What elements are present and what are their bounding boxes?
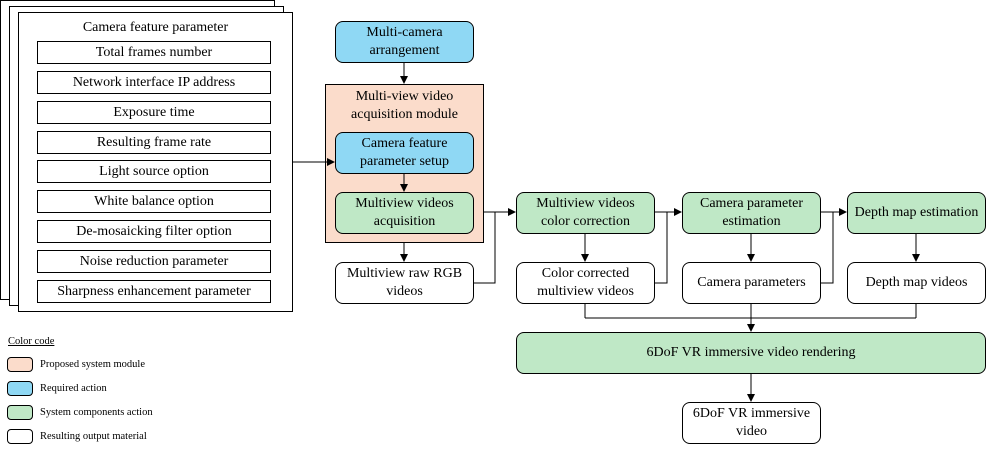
legend-swatch-required	[7, 381, 33, 396]
legend-title: Color code	[8, 336, 55, 347]
param-item-7: Noise reduction parameter	[37, 250, 271, 273]
color-correction-node: Multiview videos color correction	[516, 192, 655, 234]
legend-label-required: Required action	[40, 383, 107, 394]
legend-swatch-components	[7, 405, 33, 420]
camera-parameter-setup-node: Camera feature parameter setup	[335, 132, 474, 174]
vr-rendering-node: 6DoF VR immersive video rendering	[516, 332, 986, 374]
legend-label-components: System components action	[40, 407, 153, 418]
param-item-3: Resulting frame rate	[37, 131, 271, 154]
legend-swatch-output	[7, 429, 33, 444]
legend-label-module: Proposed system module	[40, 359, 145, 370]
param-item-8: Sharpness enhancement parameter	[37, 280, 271, 303]
camera-parameters-node: Camera parameters	[682, 262, 821, 304]
color-corrected-videos-node: Color corrected multiview videos	[516, 262, 655, 304]
depth-map-videos-node: Depth map videos	[847, 262, 986, 304]
param-item-5: White balance option	[37, 190, 271, 213]
raw-rgb-videos-node: Multiview raw RGB videos	[335, 262, 474, 304]
line-corrected-to-junction	[655, 212, 668, 284]
legend-swatch-module	[7, 357, 33, 372]
multiview-acquisition-node: Multiview videos acquisition	[335, 192, 474, 234]
legend-label-output: Resulting output material	[40, 431, 147, 442]
line-raw-to-junction	[474, 212, 496, 284]
multi-camera-arrangement-node: Multi-camera arrangement	[335, 21, 474, 63]
vr-immersive-video-node: 6DoF VR immersive video	[682, 402, 821, 444]
param-item-0: Total frames number	[37, 41, 271, 64]
param-item-4: Light source option	[37, 160, 271, 183]
line-params-to-junction	[821, 212, 834, 284]
param-item-2: Exposure time	[37, 101, 271, 124]
depth-map-estimation-node: Depth map estimation	[847, 192, 986, 234]
acquisition-module-title: Multi-view video acquisition module	[351, 89, 458, 122]
param-item-1: Network interface IP address	[37, 71, 271, 94]
camera-parameter-title: Camera feature parameter	[82, 20, 229, 35]
param-item-6: De-mosaicking filter option	[37, 220, 271, 243]
camera-parameter-estimation-node: Camera parameter estimation	[682, 192, 821, 234]
